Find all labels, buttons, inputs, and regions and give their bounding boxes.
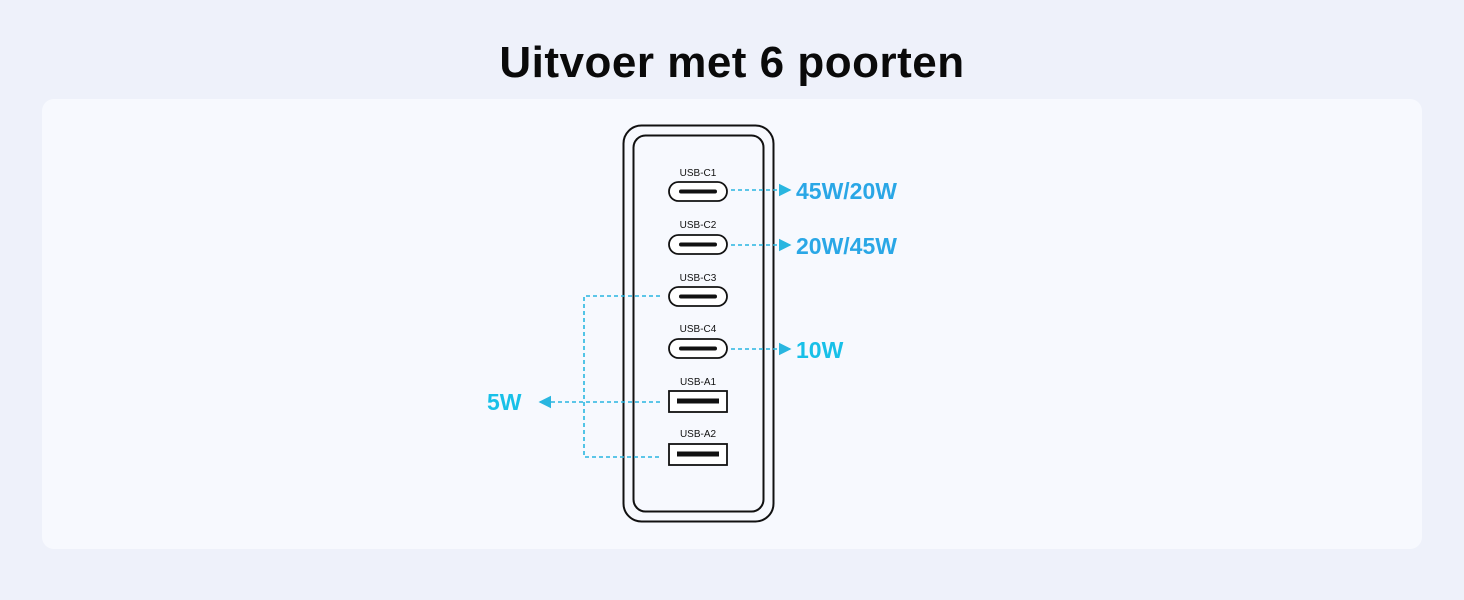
port-label-usb-c4: USB-C4 (680, 324, 717, 335)
usb-a2-port-icon (668, 443, 728, 466)
port-label-usb-c2: USB-C2 (680, 220, 717, 231)
shared-5w-bracket-line (583, 295, 660, 458)
usb-c3-port-icon (668, 286, 728, 307)
page-title: Uitvoer met 6 poorten (499, 38, 965, 87)
diagram-card (42, 99, 1422, 549)
usb-c2-port-icon (668, 234, 728, 255)
usb-c4-port-icon (668, 338, 728, 359)
port-label-usb-a2: USB-A2 (680, 429, 717, 440)
usb-c1-port-icon (668, 181, 728, 202)
c1-output-label: 45W/20W (796, 178, 897, 204)
c4-output-label: 10W (796, 337, 844, 363)
port-label-usb-c3: USB-C3 (680, 273, 717, 284)
usb-a1-port-icon (668, 390, 728, 413)
shared-5w-output-label: 5W (487, 389, 522, 415)
c2-output-label: 20W/45W (796, 233, 897, 259)
port-label-usb-c1: USB-C1 (680, 168, 717, 179)
charger-outer-outline (622, 124, 775, 523)
port-label-usb-a1: USB-A1 (680, 377, 717, 388)
charger-inner-outline (632, 134, 765, 513)
